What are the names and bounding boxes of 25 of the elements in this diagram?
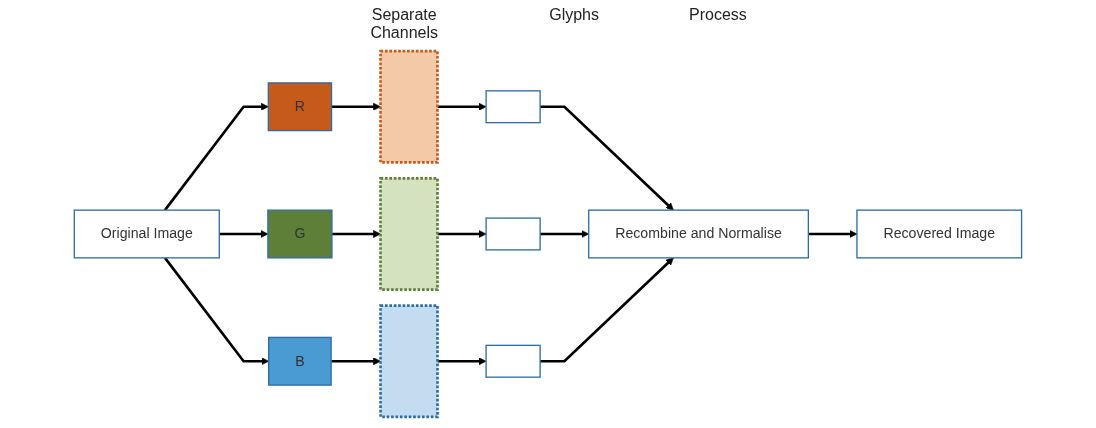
node-bar — [485, 217, 541, 251]
arrow — [808, 230, 858, 238]
column-heading: Separate Channels — [369, 6, 439, 42]
node-box — [379, 304, 439, 419]
arrow — [437, 230, 487, 238]
node-box: Recovered Image — [856, 209, 1023, 259]
node-box: Recombine and Normalise — [588, 209, 810, 259]
node-box — [379, 177, 439, 291]
arrow — [540, 105, 674, 211]
arrow — [331, 357, 381, 366]
column-heading: Glyphs — [549, 6, 599, 25]
node-bar — [485, 90, 541, 124]
node-box: R — [267, 82, 333, 132]
node-box — [379, 49, 439, 164]
arrow — [437, 357, 487, 366]
arrow — [540, 257, 674, 363]
node-box: B — [268, 336, 332, 386]
arrow — [331, 230, 381, 238]
arrow — [331, 102, 381, 111]
node-box: Original Image — [73, 209, 220, 259]
arrow — [163, 102, 269, 211]
node-bar — [485, 344, 541, 378]
column-heading: Process — [689, 6, 747, 25]
arrow — [437, 102, 487, 111]
node-box: G — [267, 209, 333, 259]
